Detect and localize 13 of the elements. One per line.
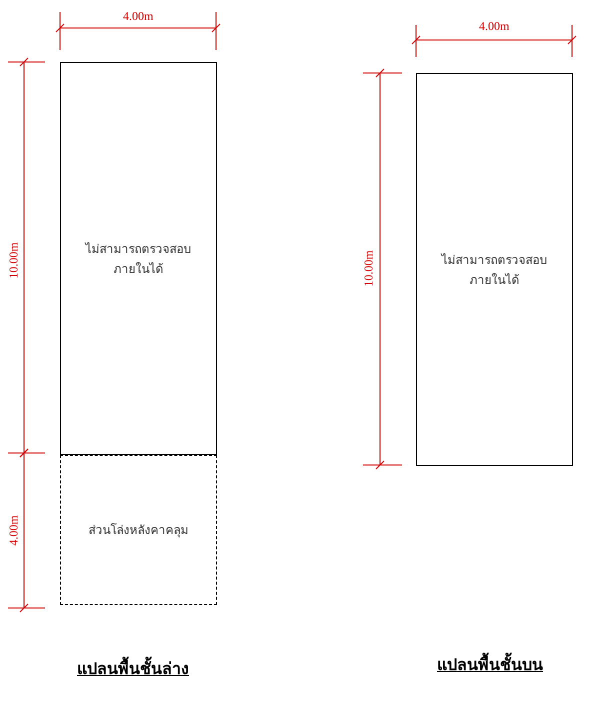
- plan-title: แปลนพื้นชั้นล่าง: [77, 656, 189, 680]
- dimension-label: 4.00m: [6, 514, 22, 546]
- room-label: ไม่สามารถตรวจสอบภายในได้: [84, 240, 192, 278]
- plan-title: แปลนพื้นชั้นบน: [437, 652, 543, 676]
- dimension-label: 10.00m: [362, 250, 377, 286]
- dimension-label: 4.00m: [479, 18, 510, 34]
- open-area-box: [60, 455, 217, 605]
- dimension-label: 4.00m: [123, 8, 154, 24]
- room-box: [416, 73, 573, 466]
- room-box: [60, 62, 217, 455]
- dimension-label: 10.00m: [6, 242, 22, 278]
- room-label: ไม่สามารถตรวจสอบภายในได้: [440, 252, 548, 288]
- room-label: ส่วนโล่งหลังคาคลุม: [88, 522, 190, 540]
